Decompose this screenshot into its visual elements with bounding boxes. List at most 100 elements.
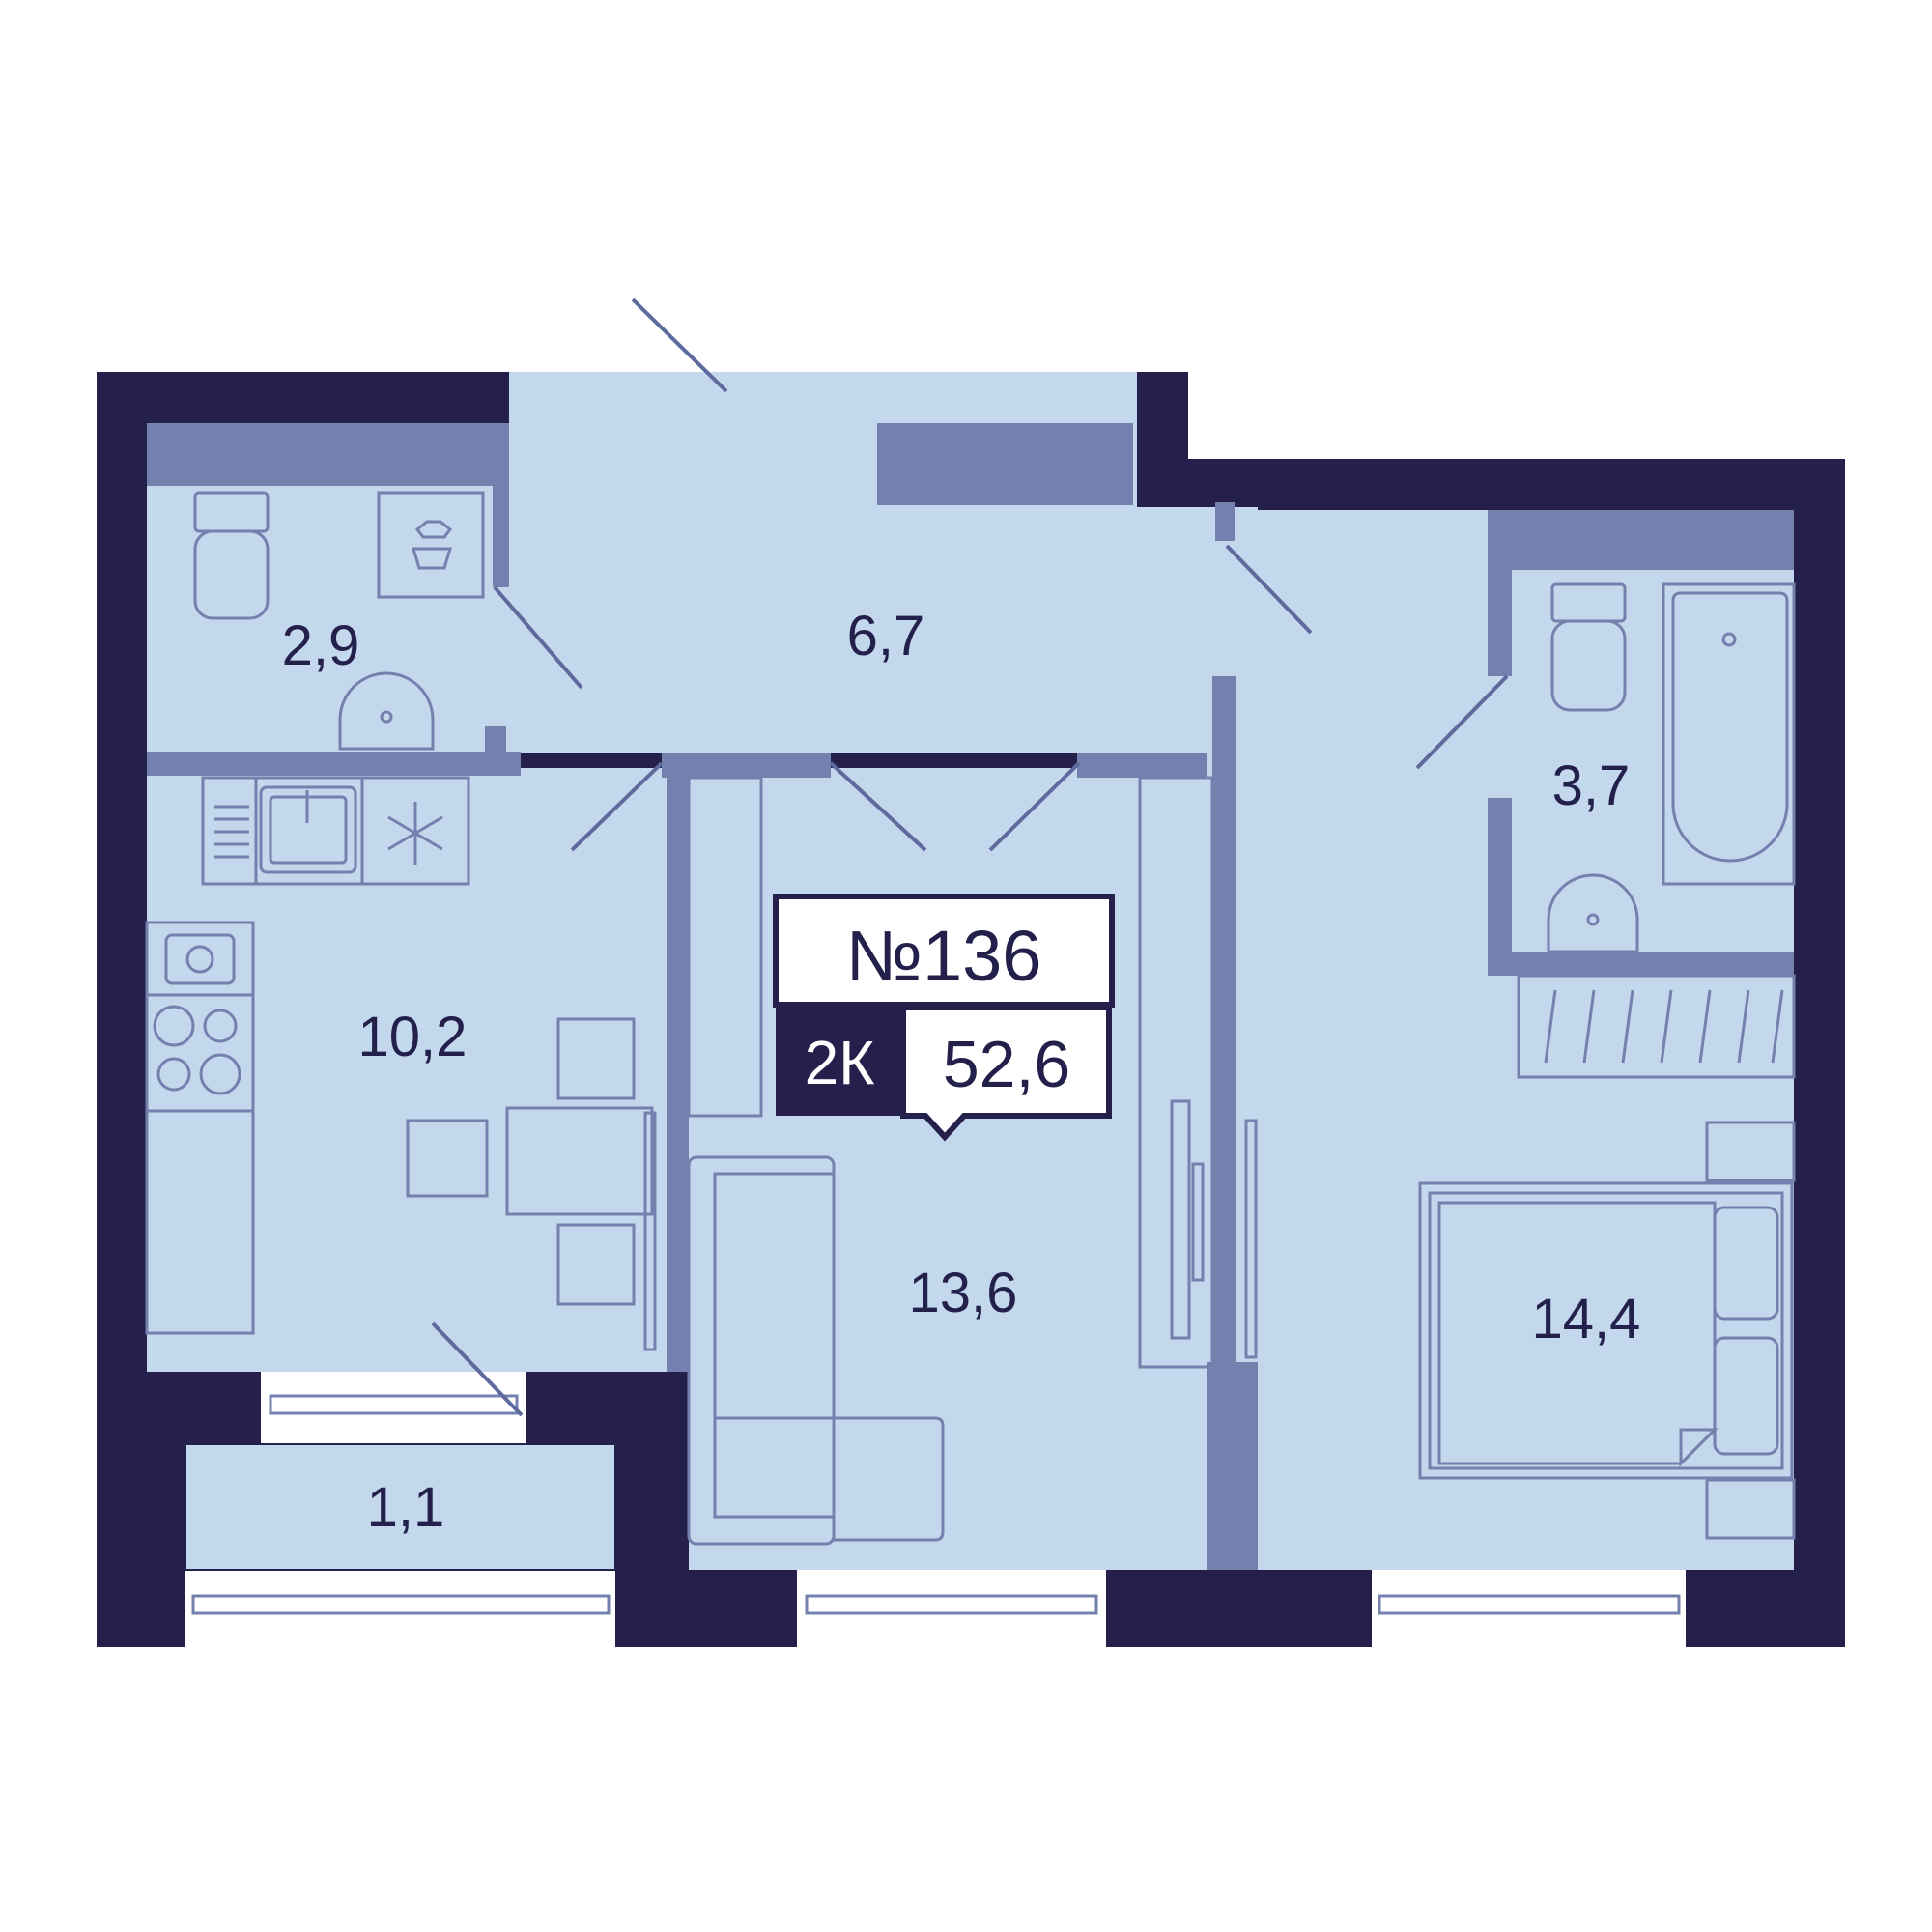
living-door-leaf-inner [1191,1162,1205,1282]
wc-door-swing [493,585,583,690]
window-frame-balcony [191,1594,611,1615]
apartment-number: №136 [846,916,1042,996]
kitchen-sink-icon [259,785,357,874]
washing-machine-icon [377,491,485,599]
bathtub-frame [1662,582,1796,886]
window-frame-bedroom [1378,1594,1681,1615]
area-label-bedroom: 14,4 [1532,1288,1641,1350]
window-kitchen-balcony [261,1372,526,1444]
apartment-rooms: 2К [805,1028,875,1097]
bathtub-icon [1671,591,1789,863]
dishwasher-plate [185,945,214,974]
living-door-leaf [1170,1099,1191,1340]
wc-top-shadow [147,423,509,486]
badge-rooms-box [776,1005,903,1116]
balcony-interior [185,1443,616,1571]
doors [431,298,1509,1417]
stove-icon [153,1005,242,1095]
wc-bottom-wall [147,752,521,776]
freezer-snowflake-icon [387,802,443,865]
wc-fixtures [193,491,485,751]
bed-frame [1418,1181,1794,1480]
bathroom-door-swing [1415,674,1509,770]
living-door-swing-right [988,761,1081,852]
window-frames [191,1394,1681,1615]
bath-sink-drain [1586,913,1600,926]
hall-top-shadow [877,423,1133,505]
area-label-kitchen: 10,2 [358,1006,468,1068]
wc-sink-icon [338,671,435,751]
hall-to-corridor-door [1225,544,1313,635]
kitchen-door-leaf [643,1111,657,1351]
entrance-door-swing [631,298,728,393]
window-living [797,1570,1106,1647]
wardrobe-hangers [1544,989,1784,1064]
dining-chair-left [406,1119,489,1198]
hall-entry-floor [553,372,726,430]
dining-table [505,1106,654,1216]
bathroom-bottom-wall [1488,952,1794,976]
kitchen-floor [147,768,667,1372]
bathroom-fixtures [1547,582,1796,953]
washing-machine-shirt [414,520,453,539]
partitions [147,423,1794,1570]
sofa-seat [713,1172,836,1519]
living-left-wall [667,753,689,1372]
nightstand-top [1705,1121,1796,1182]
dishwasher-icon [164,933,236,985]
windows [185,1372,1686,1647]
living-top-wall-right [1077,753,1208,778]
balcony-floor [185,1444,615,1570]
toilet-icon [193,529,270,620]
window-bedroom [1372,1570,1686,1647]
bedroom-wardrobe [1517,974,1796,1079]
bathroom-floor [1494,510,1794,952]
washing-machine-tub [411,547,453,570]
bed-mattress [1428,1191,1784,1470]
bathtub-drain [1721,632,1737,647]
dining-chair-top [556,1017,636,1100]
dining-chair-bottom [556,1223,636,1306]
badge-area-box [900,1005,1112,1142]
kitchen-counter-side [145,921,255,1335]
living-furniture [687,776,1258,1546]
bath-corridor-floor [1258,510,1494,976]
apartment-badge: №136 2К 52,6 [773,894,1115,1142]
area-labels: 2,9 6,7 3,7 10,2 13,6 14,4 1,1 [282,605,1641,1539]
badge-number-box [773,894,1115,1008]
wc-right-wall [493,423,509,587]
living-right-wall-upper [1212,676,1236,1367]
window-frame-living [805,1594,1098,1615]
living-top-wall-left [662,753,831,778]
bathroom-left-wall-upper [1488,510,1512,676]
kitchen-counter-top [201,776,470,886]
window-frame-kitchen [269,1394,519,1415]
drainer-lines [214,805,249,859]
living-wardrobe-left [687,776,763,1118]
wc-bottom-wall-stub [485,726,506,775]
bedroom-floor [1258,976,1794,1570]
bath-sink-icon [1547,873,1639,953]
bath-toilet-icon [1550,619,1627,712]
bathroom-left-wall-lower [1488,798,1512,952]
area-label-living: 13,6 [909,1262,1018,1324]
area-label-bathroom: 3,7 [1552,754,1631,817]
living-floor [689,768,1206,1570]
bedroom-furniture [1418,974,1796,1540]
area-label-hall: 6,7 [847,605,925,668]
window-balcony [185,1570,615,1647]
bed-blanket-fold [1679,1428,1719,1467]
kitchen-fixtures [145,776,657,1351]
area-label-balcony: 1,1 [367,1476,445,1539]
apartment-total-area: 52,6 [943,1028,1070,1101]
living-door-swing-left [829,761,927,852]
bedroom-left-wall-bottom [1208,1362,1258,1570]
bathroom-top-shadow [1494,510,1794,570]
balcony-door-swing [431,1321,524,1417]
living-wardrobe-right [1138,776,1214,1369]
wc-sink-drain [380,710,393,724]
nightstand-bottom [1705,1478,1796,1540]
kitchen-door-swing [570,761,664,852]
corridor-door-leaf [1244,1119,1258,1359]
